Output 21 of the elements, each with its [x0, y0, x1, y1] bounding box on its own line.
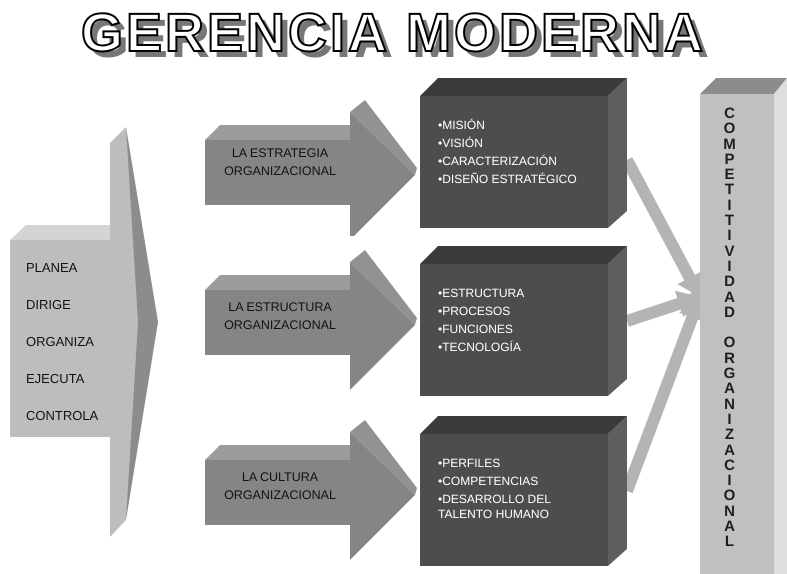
- arrow-label: LA ESTRUCTURA ORGANIZACIONAL: [223, 299, 337, 334]
- function-label: PLANEA: [26, 260, 78, 276]
- list-item: •ESTRUCTURA: [438, 286, 526, 301]
- title: GERENCIA MODERNA: [80, 2, 708, 64]
- function-label: EJECUTA: [26, 371, 84, 388]
- vertical-heading: COMPETITIVIDAD ORGANIZACIONAL: [722, 106, 737, 550]
- list-item: •TECNOLOGÍA: [438, 340, 522, 355]
- function-label: ORGANIZA: [26, 334, 94, 350]
- list-item: •PERFILES: [438, 456, 502, 471]
- list-item: •PROCESOS: [438, 304, 512, 319]
- list-item: •MISIÓN: [438, 118, 486, 133]
- list-item: •DESARROLLO DEL TALENTO HUMANO: [438, 492, 552, 522]
- list-item: •DISEÑO ESTRATÉGICO: [438, 172, 578, 187]
- function-label: CONTROLA: [26, 408, 98, 424]
- list-item: •COMPETENCIAS: [438, 474, 540, 489]
- arrow-label: LA ESTRATEGIA ORGANIZACIONAL: [223, 145, 337, 180]
- list-item: •CARACTERIZACIÓN: [438, 154, 558, 169]
- list-item: •VISIÓN: [438, 136, 484, 151]
- arrow-label: LA CULTURA ORGANIZACIONAL: [223, 469, 337, 504]
- function-label: DIRIGE: [26, 297, 71, 314]
- list-item: •FUNCIONES: [438, 322, 514, 337]
